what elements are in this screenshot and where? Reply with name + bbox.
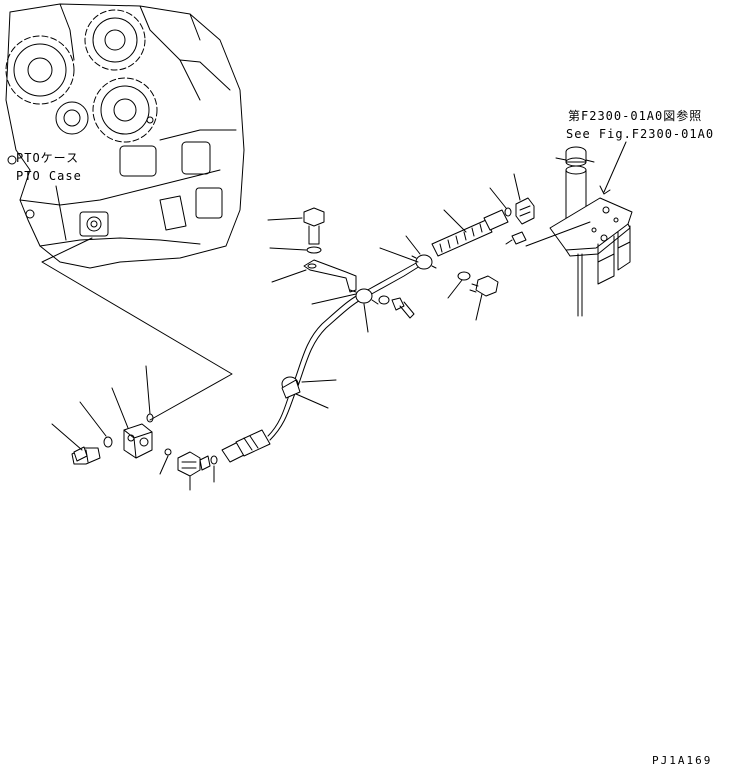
clamp-upper-right bbox=[411, 254, 437, 270]
drawing-code: PJ1A169 bbox=[652, 754, 712, 767]
bracket-plate bbox=[303, 259, 357, 293]
elbow-fitting bbox=[177, 451, 211, 477]
o-ring-upper bbox=[146, 413, 154, 423]
filler-assembly bbox=[549, 146, 633, 317]
washer-upper-right bbox=[457, 271, 471, 281]
hose-connector-lower bbox=[221, 429, 271, 463]
gear-3 bbox=[92, 77, 158, 143]
washer-lower bbox=[103, 436, 113, 448]
hose-upper bbox=[431, 209, 509, 257]
gear-1 bbox=[5, 35, 75, 105]
routing-line bbox=[41, 237, 233, 421]
pto-case-label-en: PTO Case bbox=[16, 169, 82, 183]
pto-case-label-jp: PTOケース bbox=[16, 151, 79, 165]
o-ring-small bbox=[164, 448, 172, 456]
gear-2 bbox=[84, 9, 146, 71]
washer-clamp bbox=[378, 295, 390, 305]
gear-4 bbox=[55, 101, 89, 135]
elbow-fitting-top bbox=[515, 197, 535, 225]
ref-label-jp: 第F2300-01A0図参照 bbox=[568, 108, 702, 123]
block-fitting bbox=[123, 423, 153, 459]
bolt-lower bbox=[71, 446, 101, 465]
bolt-upper-left bbox=[303, 207, 325, 245]
o-ring-right bbox=[210, 455, 218, 465]
clamp-upper-left bbox=[349, 288, 379, 305]
housing-port-fitting bbox=[79, 211, 109, 237]
bolt-upper-right bbox=[469, 275, 499, 297]
hose-tube bbox=[267, 261, 419, 437]
pto-case-housing bbox=[5, 3, 245, 269]
ref-label-en: See Fig.F2300-01A0 bbox=[566, 127, 714, 141]
washer-upper-left bbox=[306, 246, 322, 254]
bolt-lower-right-clamp bbox=[391, 297, 415, 319]
o-ring-top bbox=[504, 207, 512, 217]
clamp-middle bbox=[281, 376, 301, 399]
ref-leader bbox=[603, 141, 627, 193]
